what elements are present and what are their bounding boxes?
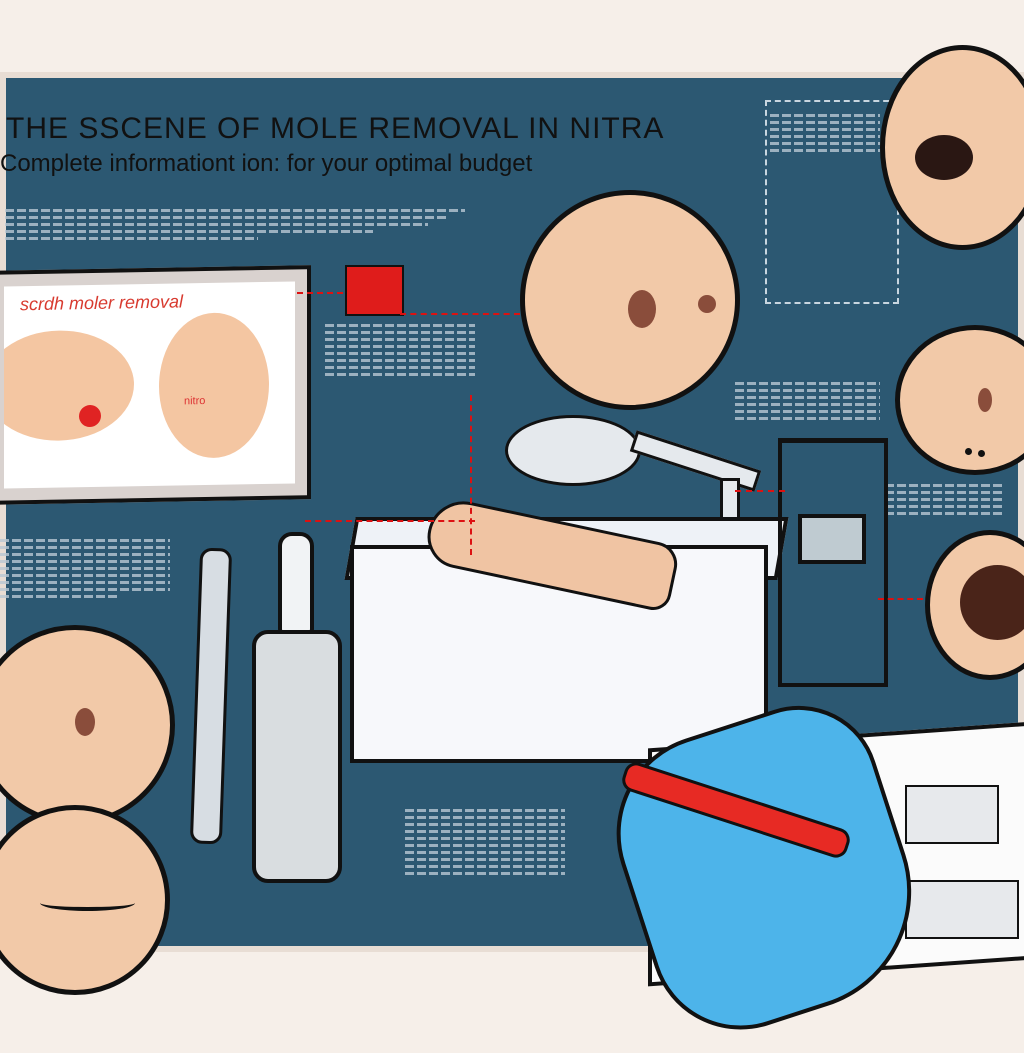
monitor-icon [798, 514, 866, 564]
note-box-text [770, 110, 880, 156]
syringe-icon [252, 630, 342, 883]
lower-left-skin-circle [0, 625, 175, 825]
connector-line [470, 395, 472, 555]
left-text-block [0, 535, 170, 602]
dark-mole-circle [925, 530, 1024, 680]
bottom-text-block [405, 805, 565, 879]
mole-closeup-icon [880, 45, 1024, 250]
connector-line [878, 598, 923, 600]
report-chart-panel [905, 785, 999, 844]
connector-line [735, 490, 785, 492]
syringe-tip [278, 532, 314, 635]
surgical-light-icon [505, 415, 641, 486]
connector-line [305, 520, 475, 522]
page-subtitle: Complete informationt ion: for your opti… [0, 150, 533, 177]
skin-circle-icon [895, 325, 1024, 475]
skin-closeup-circle [520, 190, 740, 410]
upper-text-block [5, 205, 465, 244]
report-image-panel [905, 880, 1019, 939]
connector-line [297, 292, 343, 294]
anatomy-poster: scrdh moler removal nitro [0, 265, 311, 505]
right-text-block [885, 480, 1005, 519]
iv-stand [778, 438, 888, 687]
right-middle-text-block [735, 378, 880, 424]
middle-text-block [325, 320, 475, 380]
page-title: THE SSCENE OF MOLE REMOVAL IN NITRA [6, 112, 665, 145]
red-callout [345, 265, 404, 316]
poster-small-label: nitro [184, 395, 206, 408]
closed-eye-skin-circle [0, 805, 170, 995]
poster-title: scrdh moler removal [20, 291, 184, 315]
connector-line [400, 313, 520, 315]
